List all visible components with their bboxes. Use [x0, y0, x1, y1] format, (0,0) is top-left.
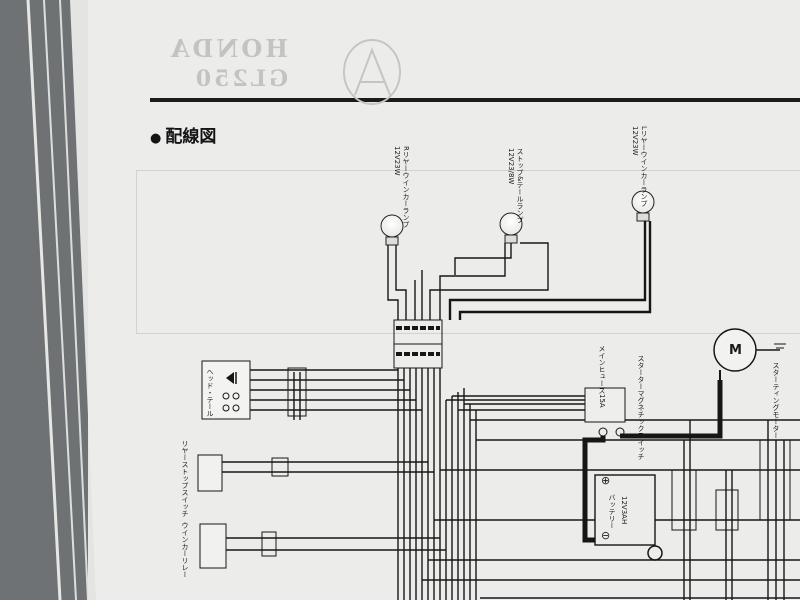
- lamp-l-winker-bulb: [631, 190, 655, 222]
- motor-symbol: M: [729, 343, 742, 358]
- head-tail-connector: [287, 367, 307, 417]
- battery-label: バッテリー: [608, 494, 616, 529]
- relay-connector: [261, 531, 277, 557]
- lamp-l-winker-rating: 12V23W: [631, 126, 639, 156]
- rear-connector-block: [393, 319, 443, 369]
- battery-box: [594, 474, 663, 561]
- main-fuse-label: メインヒューズ15A: [598, 345, 606, 408]
- lamp-l-winker-name: Lリヤーウインカーランプ: [640, 126, 648, 207]
- battery-rating: 12V3AH: [620, 496, 628, 525]
- section-bullet: ●: [150, 131, 162, 146]
- battery-plus: ⊕: [601, 474, 611, 487]
- head-tail-label: ヘッド・テール: [206, 368, 214, 417]
- lamp-r-winker-rating: 12V23W: [393, 146, 401, 176]
- rear-stop-switch-body: [197, 454, 223, 492]
- winker-relay-label: ウインカーリレー: [181, 522, 189, 578]
- show-through-table: [136, 170, 800, 334]
- lamp-l-winker-label: Lリヤーウインカーランプ: [640, 126, 648, 207]
- header-rule: [150, 98, 800, 102]
- page-edges: [26, 0, 96, 600]
- lamp-stop-tail-label: ストップ&テールランプ: [516, 148, 524, 223]
- starter-motor-label: スターティングモーター: [772, 362, 780, 439]
- main-harness: [397, 368, 477, 600]
- lamp-l-winker-rating-label: 12V23W: [631, 126, 639, 186]
- lamp-stop-tail-rating-label: 12V23/8W: [507, 148, 515, 208]
- section-title: ●配線図: [150, 122, 216, 147]
- lamp-stop-tail-name: ストップ&テールランプ: [516, 148, 524, 224]
- lamp-stop-tail-rating: 12V23/8W: [507, 148, 515, 185]
- lamp-r-winker-rating-label: 12V23W: [393, 146, 401, 206]
- battery-minus: ⊖: [601, 529, 611, 542]
- lamp-wires: [387, 221, 652, 320]
- winker-relay-body: [199, 523, 227, 569]
- section-title-text: 配線図: [165, 127, 217, 147]
- starter-switch-label: スターターマグネチックスイッチ: [637, 355, 645, 460]
- honda-wing-logo: [343, 39, 401, 105]
- starter-magnetic-switch-box: [584, 387, 626, 437]
- head-tail-wires: [250, 369, 422, 420]
- right-connector-wires: [683, 420, 785, 600]
- head-tail-switch-box: [201, 360, 251, 420]
- stop-switch-connector: [271, 457, 289, 477]
- lamp-r-winker-label: Rリヤーウインカーランプ: [402, 146, 410, 228]
- battery-cables: [582, 380, 723, 543]
- lamp-r-winker-name: Rリヤーウインカーランプ: [402, 146, 410, 228]
- rear-stop-switch-wires: [222, 461, 434, 473]
- winker-relay-wires: [226, 537, 446, 551]
- lamp-r-winker-bulb: [380, 214, 404, 246]
- rear-stop-switch-label: リヤーストップスイッチ: [181, 440, 189, 517]
- lamp-stop-tail-bulb: [499, 212, 523, 244]
- starting-motor: [713, 328, 786, 380]
